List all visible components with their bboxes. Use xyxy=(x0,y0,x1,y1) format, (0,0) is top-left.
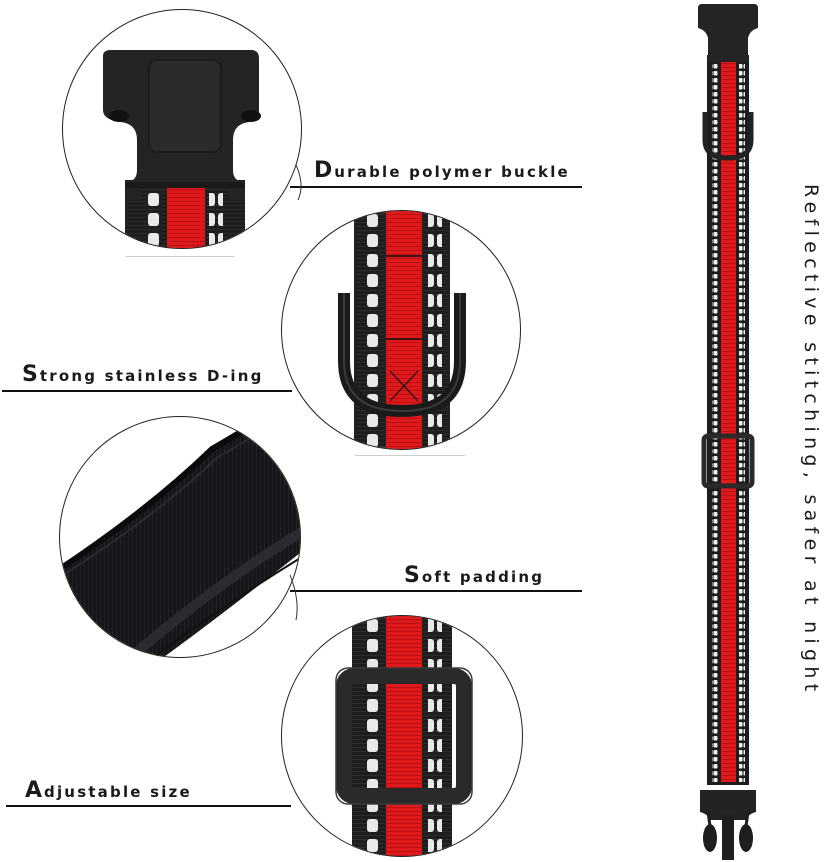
caption-initial: A xyxy=(25,778,45,803)
buckle-closeup-image xyxy=(62,9,302,249)
d-ring-closeup-image xyxy=(281,210,521,450)
slider-closeup-image xyxy=(281,615,523,857)
full-collar-image xyxy=(698,4,758,860)
divider-line xyxy=(125,256,235,257)
caption-initial: S xyxy=(404,563,422,588)
divider-line xyxy=(355,455,465,456)
caption-text: urable polymer buckle xyxy=(334,163,570,181)
d-ring-icon xyxy=(338,211,466,449)
slider-icon xyxy=(701,433,755,489)
caption-text: djustable size xyxy=(44,783,192,801)
feature-caption-padding: Soft padding xyxy=(404,563,544,588)
d-ring-icon xyxy=(702,112,754,161)
feature-caption-buckle: Durable polymer buckle xyxy=(314,158,570,183)
padding-closeup-image xyxy=(59,416,301,658)
padding-icon xyxy=(60,417,300,657)
feature-caption-adjustable: Adjustable size xyxy=(25,778,192,803)
feature-caption-d-ring: Strong stainless D-ing xyxy=(22,362,264,387)
caption-text: oft padding xyxy=(421,568,545,586)
buckle-icon xyxy=(698,4,758,62)
caption-underline xyxy=(290,590,582,592)
caption-text: trong stainless D-ing xyxy=(39,367,264,385)
caption-underline xyxy=(6,805,291,807)
caption-underline xyxy=(290,186,582,188)
caption-initial: S xyxy=(22,362,40,387)
reflective-stitching-caption: Reflective stitching, safer at night xyxy=(800,184,822,697)
slider-icon xyxy=(335,616,473,856)
buckle-icon xyxy=(103,50,261,248)
caption-initial: D xyxy=(314,158,335,183)
caption-underline xyxy=(2,390,292,392)
